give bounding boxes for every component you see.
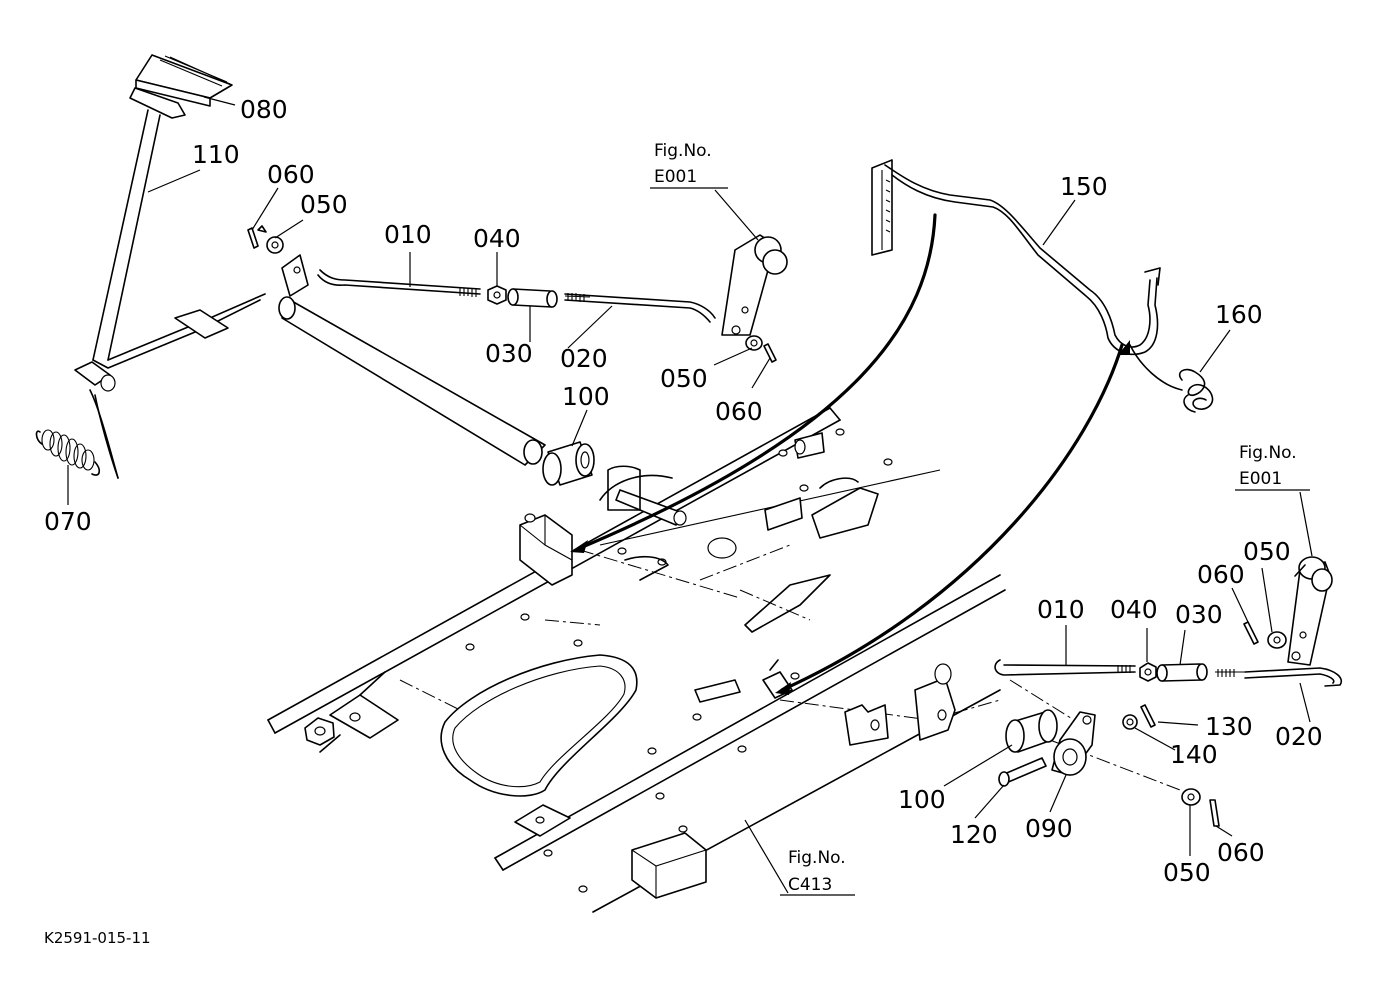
pedal-assembly-left (35, 54, 687, 526)
label-060-upper-left: 060 (267, 160, 315, 189)
label-050-upper-left: 050 (300, 190, 348, 219)
leader-lines (67, 96, 1313, 896)
label-030-left: 030 (485, 339, 533, 368)
label-050-mid: 050 (660, 364, 708, 393)
label-070: 070 (44, 507, 92, 536)
label-060-upper-right: 060 (1197, 560, 1245, 589)
label-050-upper-right: 050 (1243, 537, 1291, 566)
rod-assembly-left (247, 225, 788, 363)
figref-c413-code: C413 (788, 875, 832, 895)
label-020-left: 020 (560, 344, 608, 373)
frame-chassis (267, 407, 1181, 913)
label-130: 130 (1205, 712, 1253, 741)
spring-070 (35, 429, 101, 476)
label-120: 120 (950, 820, 998, 849)
label-020-right: 020 (1275, 722, 1323, 751)
label-140: 140 (1170, 740, 1218, 769)
label-100-right: 100 (898, 785, 946, 814)
label-060-mid: 060 (715, 397, 763, 426)
label-100-left: 100 (562, 382, 610, 411)
figref-e001-left-code: E001 (654, 167, 697, 187)
hand-lever-assembly (871, 159, 1214, 413)
label-110: 110 (192, 140, 240, 169)
label-010-left: 010 (384, 220, 432, 249)
label-060-lower-right: 060 (1217, 838, 1265, 867)
label-040-right: 040 (1110, 595, 1158, 624)
rod-assembly-right (844, 556, 1342, 827)
figref-c413-title: Fig.No. (788, 848, 846, 868)
label-160: 160 (1215, 300, 1263, 329)
label-150: 150 (1060, 172, 1108, 201)
label-090: 090 (1025, 814, 1073, 843)
label-030-right: 030 (1175, 600, 1223, 629)
figref-e001-left-title: Fig.No. (654, 141, 712, 161)
figref-e001-right-code: E001 (1239, 469, 1282, 489)
label-040-left: 040 (473, 224, 521, 253)
assembly-arrows (89, 213, 1183, 695)
label-010-right: 010 (1037, 595, 1085, 624)
drawing-code: K2591-015-11 (44, 929, 151, 947)
label-080: 080 (240, 95, 288, 124)
label-050-lower-right: 050 (1163, 858, 1211, 887)
figure-references: Fig.No. E001 Fig.No. E001 Fig.No. C413 (654, 141, 1297, 895)
part-labels: 080 110 060 050 010 040 030 020 050 060 … (44, 95, 1323, 887)
figref-e001-right-title: Fig.No. (1239, 443, 1297, 463)
